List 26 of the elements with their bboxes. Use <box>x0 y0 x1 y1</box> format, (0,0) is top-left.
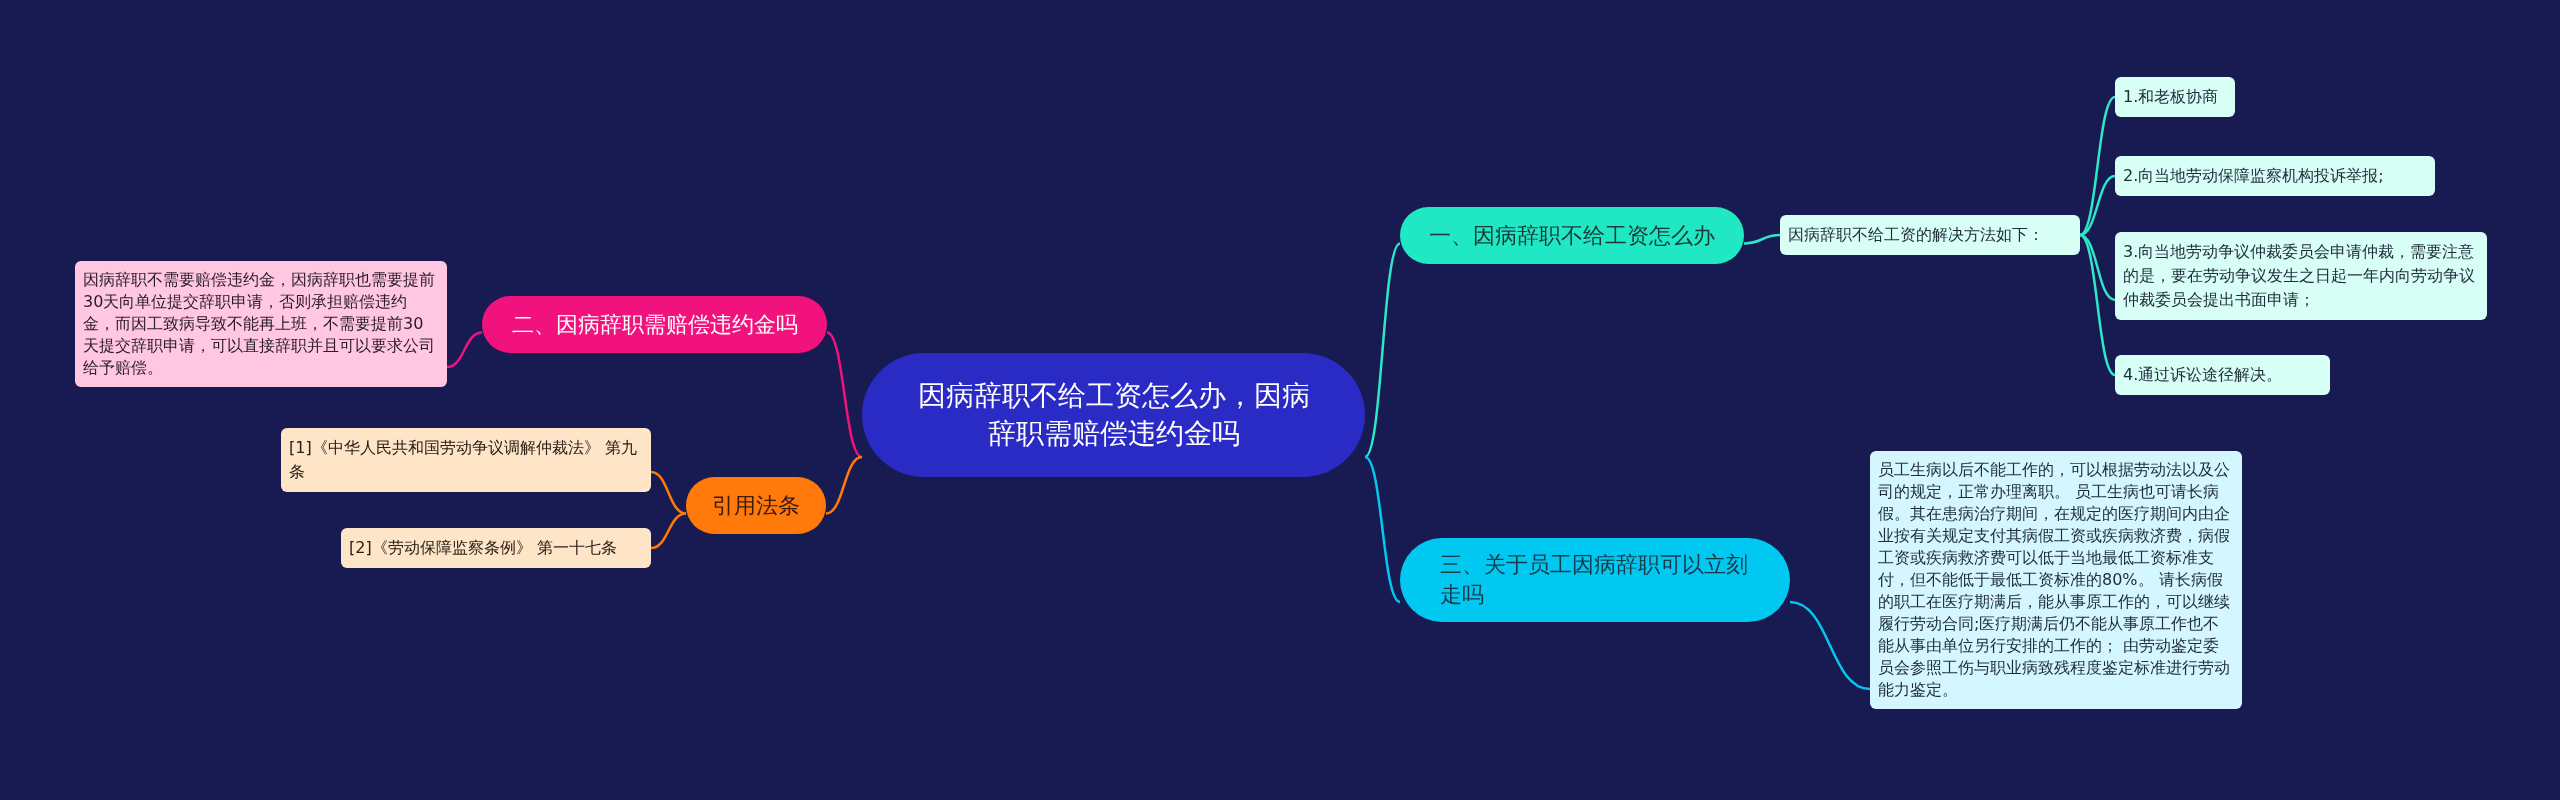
reference-box: [1]《中华人民共和国劳动争议调解仲裁法》 第九条 <box>281 428 651 492</box>
connector-line <box>2079 233 2116 302</box>
branch-topic-pill: 二、因病辞职需赔偿违约金吗 <box>482 295 827 353</box>
subtopic-box: 3.向当地劳动争议仲裁委员会申请仲裁，需要注意的是，要在劳动争议发生之日起一年内向劳动争议仲裁委员会提出书面申请； <box>2115 232 2487 320</box>
connector-line <box>1789 600 1871 691</box>
branch-topic-pill: 一、因病辞职不给工资怎么办 <box>1400 206 1744 264</box>
connector-line <box>1743 233 1781 245</box>
connector-line <box>826 331 863 459</box>
connector-line <box>825 455 863 515</box>
detail-box: 员工生病以后不能工作的，可以根据劳动法以及公司的规定，正常办理离职。 员工生病也可请长病假。其在患病治疗期间，在规定的医疗期间内由企业按有关规定支付其病假工资或疾病救济费，病假工资或疾病救济费可以低于当地最低工资标准支付，但不能低于最低工资标准的80%。 请长病假的职工在医疗期满后，能从事原工作的，可以继续履行劳动合同;医疗期满后仍不能从事原工作也不能从事由单位另行安排的工作的； 由劳动鉴定委员会参照工伤与职业病致残程度鉴定标准进行劳动能力鉴定。 <box>1870 451 2242 709</box>
connector-line <box>446 331 483 369</box>
connector-line <box>2079 233 2116 377</box>
central-topic-pill: 因病辞职不给工资怎么办，因病辞职需赔偿违约金吗 <box>862 353 1365 477</box>
branch-topic-pill: 引用法条 <box>686 476 826 534</box>
subtopic-box: 1.和老板协商 <box>2115 77 2235 117</box>
subtopic-box: 2.向当地劳动保障监察机构投诉举报; <box>2115 156 2435 196</box>
connector-line <box>650 512 687 550</box>
connector-line <box>1364 456 1401 603</box>
reference-box: [2]《劳动保障监察条例》 第一十七条 <box>341 528 651 568</box>
connector-line <box>650 470 687 515</box>
subtopic-box: 因病辞职不给工资的解决方法如下： <box>1780 215 2080 255</box>
detail-box: 因病辞职不需要赔偿违约金，因病辞职也需要提前30天向单位提交辞职申请，否则承担赔偿违约金，而因工致病导致不能再上班，不需要提前30天提交辞职申请，可以直接辞职并且可以要求公司给予赔偿。 <box>75 261 447 387</box>
subtopic-box: 4.通过诉讼途径解决。 <box>2115 355 2330 395</box>
branch-topic-pill: 三、关于员工因病辞职可以立刻走吗 <box>1400 538 1790 622</box>
connector-line <box>2079 174 2116 237</box>
connector-line <box>1364 242 1401 458</box>
